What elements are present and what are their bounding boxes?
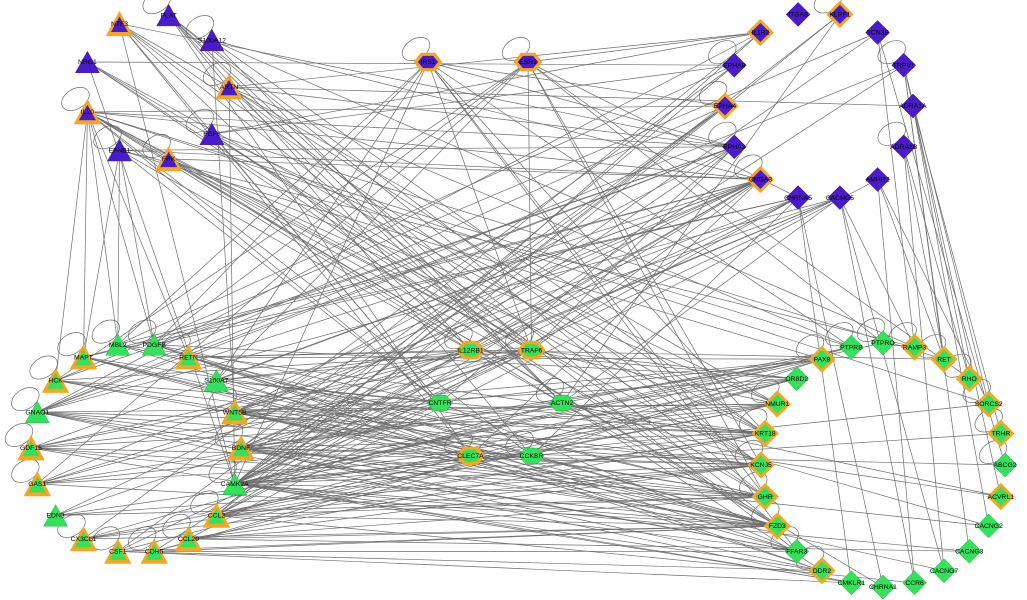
svg-text:IL12RB1: IL12RB1 [457, 347, 484, 354]
svg-text:AMHR2: AMHR2 [866, 177, 890, 184]
svg-text:NRG1: NRG1 [78, 59, 97, 66]
svg-text:ABCG2: ABCG2 [993, 462, 1016, 469]
svg-text:CHRNA1: CHRNA1 [869, 584, 897, 591]
svg-text:ARTN: ARTN [220, 84, 238, 91]
svg-text:ADRA1B: ADRA1B [890, 144, 918, 151]
svg-text:FFAR3: FFAR3 [786, 549, 807, 556]
svg-text:CACNG2: CACNG2 [975, 523, 1004, 530]
svg-text:CSF1: CSF1 [109, 549, 127, 556]
svg-text:S100A12: S100A12 [198, 37, 226, 44]
svg-text:S100A7: S100A7 [204, 378, 228, 385]
svg-text:TRHR: TRHR [991, 431, 1010, 438]
svg-text:CAMK2A: CAMK2A [221, 481, 249, 488]
svg-text:PDGFB: PDGFB [142, 342, 166, 349]
svg-text:RETN: RETN [179, 354, 198, 361]
svg-text:IL1R2: IL1R2 [751, 30, 769, 37]
svg-text:SCN3B: SCN3B [866, 30, 889, 37]
svg-text:CNGA3: CNGA3 [749, 177, 773, 184]
svg-text:BDNF: BDNF [232, 445, 251, 452]
svg-text:CACNG5: CACNG5 [826, 195, 855, 202]
svg-text:CCL20: CCL20 [178, 536, 199, 543]
svg-text:CACNG7: CACNG7 [930, 568, 959, 575]
svg-text:NTF3: NTF3 [111, 21, 128, 28]
svg-text:EPHA8: EPHA8 [723, 62, 746, 69]
svg-text:NMUR1: NMUR1 [765, 401, 789, 408]
svg-text:CACNG3: CACNG3 [955, 549, 984, 556]
svg-text:WNT5B: WNT5B [223, 409, 247, 416]
svg-text:MBL2: MBL2 [109, 342, 127, 349]
svg-text:ADRA1A: ADRA1A [899, 103, 927, 110]
svg-text:GAS1: GAS1 [28, 481, 46, 488]
svg-text:SORCS2: SORCS2 [975, 401, 1003, 408]
svg-text:TRAF6: TRAF6 [521, 347, 543, 354]
svg-text:DDR2: DDR2 [813, 568, 832, 575]
svg-text:TRPV1: TRPV1 [893, 62, 915, 69]
svg-text:IRS1: IRS1 [420, 59, 435, 66]
svg-text:GDF15: GDF15 [20, 445, 42, 452]
svg-text:RAMP3: RAMP3 [903, 344, 927, 351]
svg-text:PAX8: PAX8 [814, 357, 831, 364]
svg-text:EPHA3: EPHA3 [723, 144, 746, 151]
svg-text:CNTFR: CNTFR [428, 400, 451, 407]
svg-text:FZD3: FZD3 [769, 523, 786, 530]
svg-text:ESR2: ESR2 [519, 59, 537, 66]
svg-text:CDH5: CDH5 [145, 549, 164, 556]
svg-text:KRT18: KRT18 [755, 431, 776, 438]
svg-text:CX3CL1: CX3CL1 [71, 536, 97, 543]
svg-text:PLAT: PLAT [160, 12, 177, 19]
svg-text:CMKLR1: CMKLR1 [838, 580, 866, 587]
svg-text:KLRF1: KLRF1 [829, 12, 850, 19]
svg-text:EDN3: EDN3 [47, 513, 65, 520]
svg-text:FGF6: FGF6 [203, 131, 221, 138]
svg-text:EFNB1: EFNB1 [109, 147, 131, 154]
svg-text:CCL2: CCL2 [208, 513, 226, 520]
svg-text:HCK: HCK [48, 378, 63, 385]
svg-text:KCNJ5: KCNJ5 [750, 462, 772, 469]
svg-text:RHO: RHO [962, 376, 977, 383]
svg-text:EPHA4: EPHA4 [714, 103, 737, 110]
svg-text:MAPT: MAPT [74, 354, 93, 361]
svg-text:RET: RET [937, 357, 951, 364]
svg-text:FRK: FRK [162, 156, 176, 163]
svg-text:CLEC7A: CLEC7A [457, 453, 484, 460]
svg-text:CCKBR: CCKBR [520, 453, 544, 460]
svg-text:PTPRO: PTPRO [871, 340, 894, 347]
svg-text:GHR: GHR [758, 494, 773, 501]
svg-text:CHRNA5: CHRNA5 [784, 195, 812, 202]
svg-text:CCR6: CCR6 [905, 580, 924, 587]
svg-text:ACVRL1: ACVRL1 [988, 494, 1015, 501]
svg-text:ITGA8: ITGA8 [788, 12, 808, 19]
svg-text:IL20: IL20 [81, 109, 94, 116]
svg-text:OR8D2: OR8D2 [785, 376, 808, 383]
svg-text:PTPRB: PTPRB [840, 344, 863, 351]
svg-text:GNAO1: GNAO1 [25, 409, 49, 416]
svg-text:ACTN2: ACTN2 [551, 400, 574, 407]
